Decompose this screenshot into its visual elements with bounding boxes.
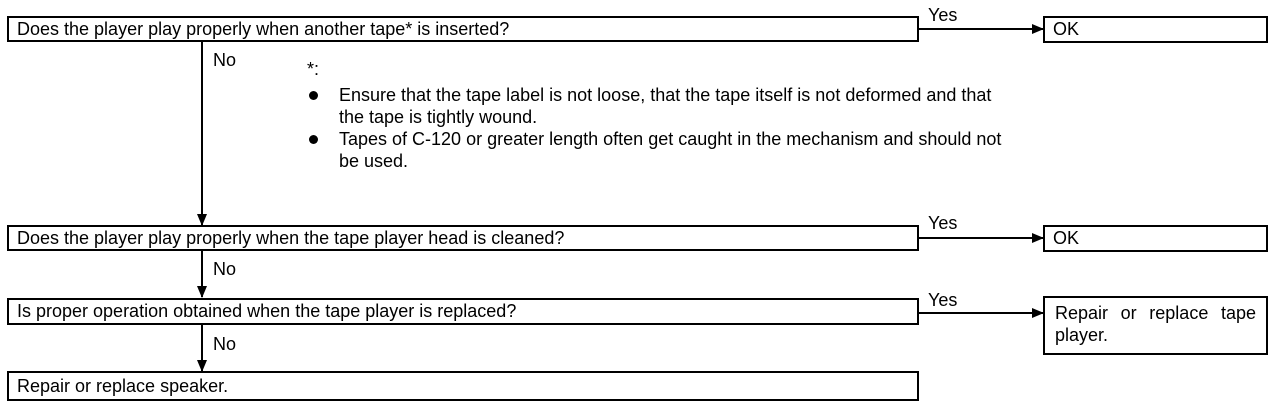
footnote: *: Ensure that the tape label is not loo… <box>305 58 1005 172</box>
question-text-2: Does the player play properly when the t… <box>17 228 565 248</box>
result-text-2: OK <box>1053 228 1080 248</box>
footnote-item-1-text: Ensure that the tape label is not loose,… <box>339 85 992 127</box>
result-box-2: OK <box>1043 225 1268 252</box>
result-box-3: Repair or replace tape player. <box>1043 296 1268 355</box>
no-label-2: No <box>213 259 237 279</box>
result-text-3: Repair or replace tape player. <box>1055 303 1256 345</box>
final-action-box: Repair or replace speaker. <box>7 371 919 401</box>
final-action-text: Repair or replace speaker. <box>17 376 229 396</box>
yes-label-3: Yes <box>928 290 958 310</box>
result-box-1: OK <box>1043 16 1268 43</box>
no-label-1: No <box>213 50 237 70</box>
question-text-3: Is proper operation obtained when the ta… <box>17 301 517 321</box>
question-box-2: Does the player play properly when the t… <box>7 225 919 251</box>
result-text-1: OK <box>1053 19 1080 39</box>
question-box-3: Is proper operation obtained when the ta… <box>7 298 919 325</box>
footnote-item-2-text: Tapes of C-120 or greater length often g… <box>339 129 1002 171</box>
bullet-icon <box>309 91 318 100</box>
footnote-item-1: Ensure that the tape label is not loose,… <box>305 84 1005 128</box>
no-label-3: No <box>213 334 237 354</box>
yes-label-2: Yes <box>928 213 958 233</box>
question-text-1: Does the player play properly when anoth… <box>17 19 510 39</box>
bullet-icon <box>309 135 318 144</box>
footnote-item-2: Tapes of C-120 or greater length often g… <box>305 128 1005 172</box>
footnote-mark: *: <box>307 59 320 79</box>
question-box-1: Does the player play properly when anoth… <box>7 16 919 42</box>
yes-label-1: Yes <box>928 5 958 25</box>
